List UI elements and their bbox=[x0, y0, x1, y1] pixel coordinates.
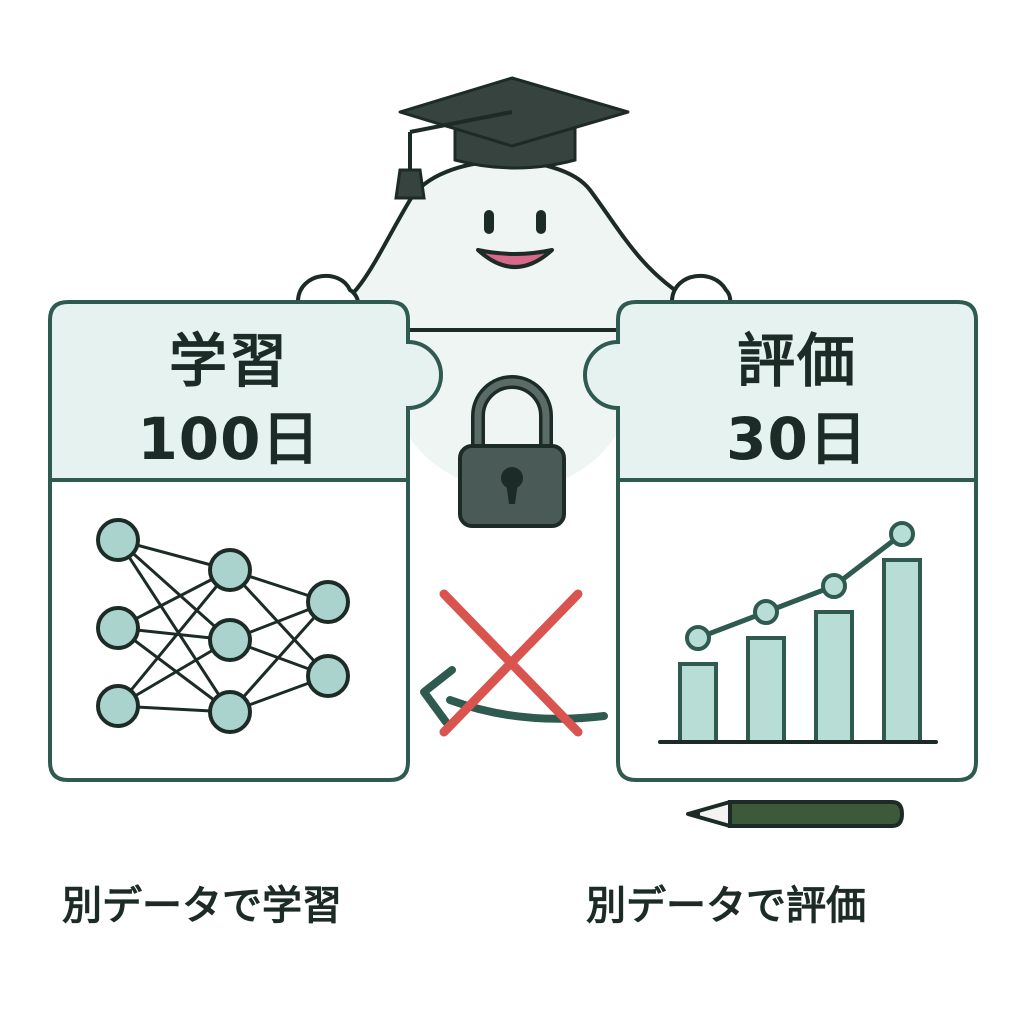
chart-bar bbox=[746, 636, 786, 744]
nn-node bbox=[208, 690, 252, 734]
graduation-cap-icon bbox=[394, 76, 630, 200]
eval-panel-title: 評価 bbox=[736, 327, 857, 395]
mascot-eye-right bbox=[536, 210, 546, 234]
chart-trend-line bbox=[697, 532, 904, 641]
lock-icon bbox=[458, 375, 566, 528]
mascot-mouth bbox=[476, 248, 554, 269]
chart-point bbox=[753, 599, 779, 625]
nn-node bbox=[96, 606, 140, 650]
caption-train: 別データで学習 bbox=[62, 883, 342, 929]
chart-bar bbox=[814, 610, 854, 744]
train-panel-title: 学習 bbox=[168, 327, 289, 395]
mascot-eye-left bbox=[484, 210, 494, 234]
nn-node bbox=[306, 654, 350, 698]
eval-panel-border bbox=[583, 300, 978, 782]
eval-panel-days: 30日 bbox=[726, 405, 868, 473]
nn-edge bbox=[117, 538, 231, 642]
nn-node bbox=[208, 618, 252, 662]
pencil-icon bbox=[686, 800, 905, 828]
train-panel-border bbox=[48, 300, 443, 782]
cross-icon bbox=[439, 589, 583, 737]
eval-panel-header-bg bbox=[585, 302, 976, 478]
train-panel bbox=[48, 300, 443, 782]
chart-point bbox=[821, 573, 847, 599]
nn-edge bbox=[116, 539, 232, 713]
neural-network-icon bbox=[96, 518, 350, 734]
nn-node bbox=[96, 684, 140, 728]
nn-edge bbox=[228, 568, 330, 678]
chart-bar bbox=[882, 558, 922, 744]
train-panel-days: 100日 bbox=[137, 405, 321, 473]
chart-point bbox=[889, 521, 915, 547]
bar-chart-icon bbox=[658, 521, 938, 744]
nn-edge bbox=[116, 569, 232, 707]
chart-point bbox=[685, 625, 711, 651]
train-panel-header-bg bbox=[50, 302, 441, 478]
chart-bar bbox=[678, 662, 718, 744]
nn-node bbox=[306, 580, 350, 624]
curved-arrow-icon bbox=[420, 666, 608, 726]
eval-panel bbox=[583, 300, 978, 782]
caption-eval: 別データで評価 bbox=[586, 883, 866, 929]
nn-node bbox=[208, 548, 252, 592]
nn-edge bbox=[117, 626, 231, 714]
nn-edge bbox=[228, 601, 330, 713]
nn-node bbox=[96, 518, 140, 562]
